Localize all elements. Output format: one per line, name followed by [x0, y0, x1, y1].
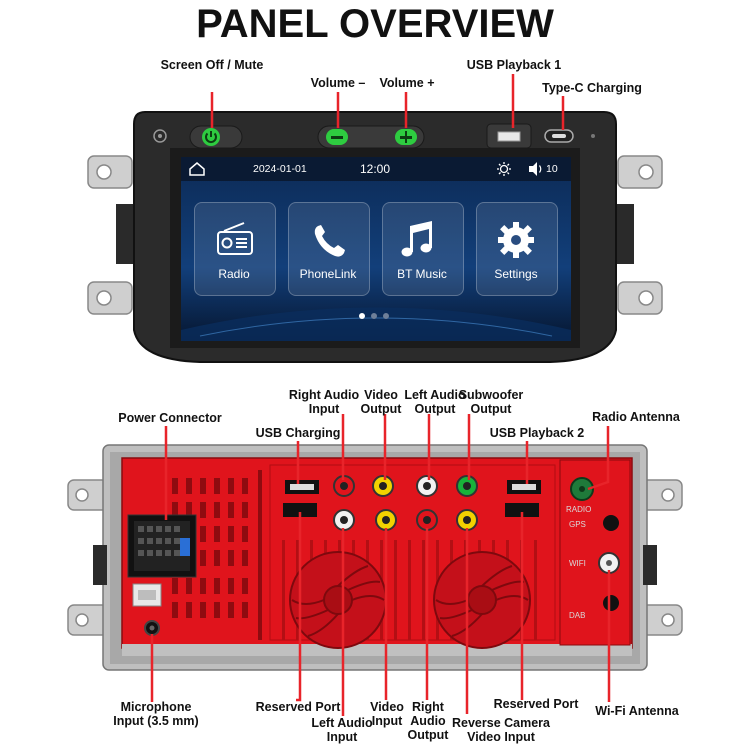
rca-video-output: [372, 475, 394, 497]
app-tile-settings[interactable]: [476, 202, 558, 296]
minus-icon: [331, 136, 343, 139]
label-video-input: Video Input: [370, 700, 404, 728]
label-microphone-input: Microphone Input (3.5 mm): [113, 700, 199, 728]
label-usb-playback-1: USB Playback 1: [466, 58, 562, 72]
label-type-c-charging: Type-C Charging: [542, 81, 642, 95]
fan-left: [289, 551, 387, 649]
rca-video-input: [375, 509, 397, 531]
label-right-audio-output: Right Audio Output: [407, 700, 449, 742]
port-label-dab: DAB: [569, 611, 586, 620]
app-label-radio: Radio: [218, 267, 250, 281]
app-label-bt-music: BT Music: [397, 267, 447, 281]
reserved-port-left: [283, 503, 317, 517]
label-radio-antenna: Radio Antenna: [592, 410, 680, 424]
label-volume-up: Volume +: [379, 76, 435, 90]
label-screen-off-mute: Screen Off / Mute: [160, 58, 264, 72]
reset-icon: [153, 129, 167, 143]
label-reserved-port-right: Reserved Port: [493, 697, 579, 711]
dab-port: [603, 595, 619, 611]
label-subwoofer-output: Subwoofer Output: [458, 388, 524, 416]
label-reserved-port-left: Reserved Port: [255, 700, 341, 714]
fan-right: [433, 551, 531, 649]
status-volume: 10: [546, 163, 558, 175]
label-video-output: Video Output: [360, 388, 402, 416]
plus-icon-v: [404, 131, 408, 143]
rca-left-audio-input: [333, 509, 355, 531]
rca-subwoofer-output: [456, 475, 478, 497]
rca-right-audio-output: [416, 509, 438, 531]
label-reverse-camera-video-input: Reverse Camera Video Input: [452, 716, 550, 744]
port-label-wifi: WIFI: [569, 559, 586, 568]
label-volume-down: Volume –: [310, 76, 366, 90]
label-power-connector: Power Connector: [118, 411, 222, 425]
label-usb-playback-2: USB Playback 2: [489, 426, 585, 440]
label-usb-charging: USB Charging: [255, 426, 341, 440]
rca-left-audio-output: [416, 475, 438, 497]
label-right-audio-input: Right Audio Input: [288, 388, 360, 416]
status-time: 12:00: [360, 162, 391, 176]
app-label-phonelink: PhoneLink: [299, 267, 357, 281]
gps-port: [603, 515, 619, 531]
app-label-settings: Settings: [494, 267, 538, 281]
port-label-gps: GPS: [569, 520, 586, 529]
label-left-audio-input: Left Audio Input: [311, 716, 373, 744]
status-date: 2024-01-01: [253, 163, 307, 175]
port-label-radio: RADIO: [566, 505, 592, 514]
label-left-audio-output: Left Audio Output: [404, 388, 466, 416]
label-wifi-antenna: Wi-Fi Antenna: [595, 704, 679, 718]
rca-reverse-camera-input: [456, 509, 478, 531]
page-title: PANEL OVERVIEW: [196, 2, 554, 46]
reserved-port-right: [505, 503, 539, 517]
rca-right-audio-input: [333, 475, 355, 497]
